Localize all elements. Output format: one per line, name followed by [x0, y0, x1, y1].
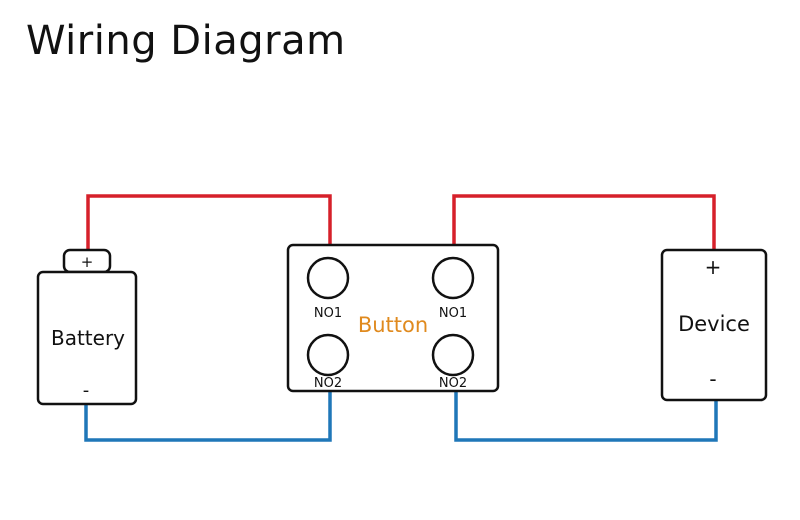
button-label: Button — [358, 313, 428, 337]
diagram-title: Wiring Diagram — [26, 18, 346, 64]
terminal-label-no2-left: NO2 — [314, 376, 342, 391]
terminal-no2-right — [431, 333, 475, 377]
battery: + Battery - — [36, 248, 138, 406]
terminal-label-no1-right: NO1 — [439, 306, 467, 321]
device: + Device - — [660, 248, 768, 402]
terminal-label-no1-left: NO1 — [314, 306, 342, 321]
battery-plus-sign: + — [81, 253, 94, 271]
battery-label: Battery — [51, 326, 125, 350]
wire-battery-minus-to-button-no2 — [84, 372, 332, 442]
wire-button-no1-to-device-plus — [452, 194, 716, 262]
terminal-no2-left — [306, 333, 350, 377]
terminal-no1-right — [431, 256, 475, 300]
device-minus-sign: - — [709, 367, 716, 391]
battery-minus-sign: - — [83, 380, 90, 401]
device-label: Device — [678, 312, 750, 336]
wire-battery-plus-to-button-no1 — [86, 194, 332, 262]
wire-button-no2-to-device-minus — [454, 372, 718, 442]
terminal-label-no2-right: NO2 — [439, 376, 467, 391]
push-button: NO1 NO1 NO2 NO2 Button — [286, 243, 500, 393]
battery-body — [36, 270, 138, 406]
device-plus-sign: + — [705, 255, 722, 279]
terminal-no1-left — [306, 256, 350, 300]
device-body — [660, 248, 768, 402]
